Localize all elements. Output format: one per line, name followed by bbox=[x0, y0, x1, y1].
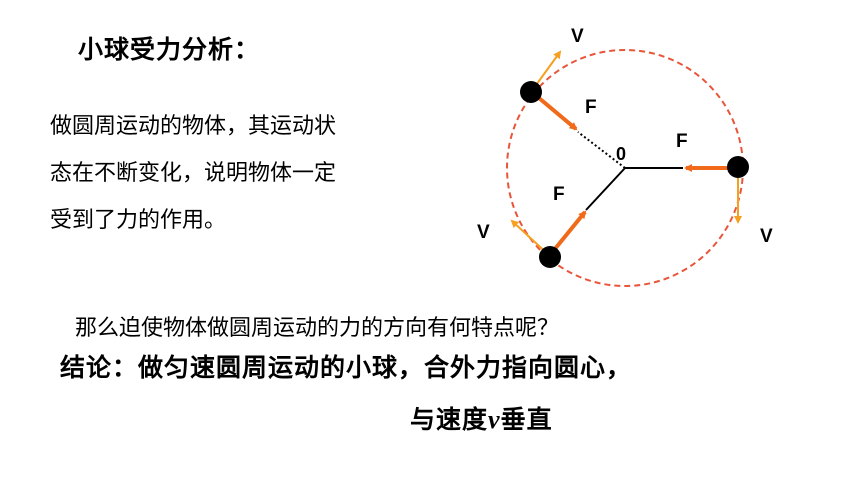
paragraph-line: 做圆周运动的物体，其运动状 bbox=[50, 114, 337, 139]
ball-right bbox=[727, 156, 749, 178]
conclusion-suffix: 垂直 bbox=[500, 405, 553, 434]
ball-top-left bbox=[520, 81, 542, 103]
question-text: 那么迫使物体做圆周运动的力的方向有何特点呢？ bbox=[75, 316, 560, 341]
page-title: 小球受力分析： bbox=[78, 35, 261, 64]
force-label-bottom: F bbox=[553, 184, 565, 205]
conclusion-prefix: 与速度 bbox=[410, 405, 489, 434]
velocity-label-top-left: V bbox=[571, 26, 584, 47]
ball-bottom bbox=[539, 246, 561, 268]
velocity-variable: v bbox=[488, 405, 501, 434]
force-label-right: F bbox=[676, 131, 688, 152]
paragraph-line: 态在不断变化，说明物体一定 bbox=[50, 161, 337, 186]
force-label-top-left: F bbox=[585, 97, 597, 118]
explanation-paragraph: 做圆周运动的物体，其运动状 态在不断变化，说明物体一定 受到了力的作用。 bbox=[50, 103, 440, 244]
paragraph-line: 受到了力的作用。 bbox=[50, 208, 227, 233]
conclusion-line-2: 与速度v垂直 bbox=[410, 400, 553, 436]
force-arrow-top-left bbox=[531, 91, 578, 131]
center-label: 0 bbox=[616, 144, 626, 164]
velocity-label-right: V bbox=[760, 226, 773, 247]
radius-line-top-left bbox=[577, 131, 626, 169]
velocity-label-bottom: V bbox=[477, 222, 490, 243]
radius-line-bottom bbox=[585, 167, 626, 211]
conclusion-line-1: 结论：做匀速圆周运动的小球，合外力指向圆心， bbox=[60, 353, 633, 382]
